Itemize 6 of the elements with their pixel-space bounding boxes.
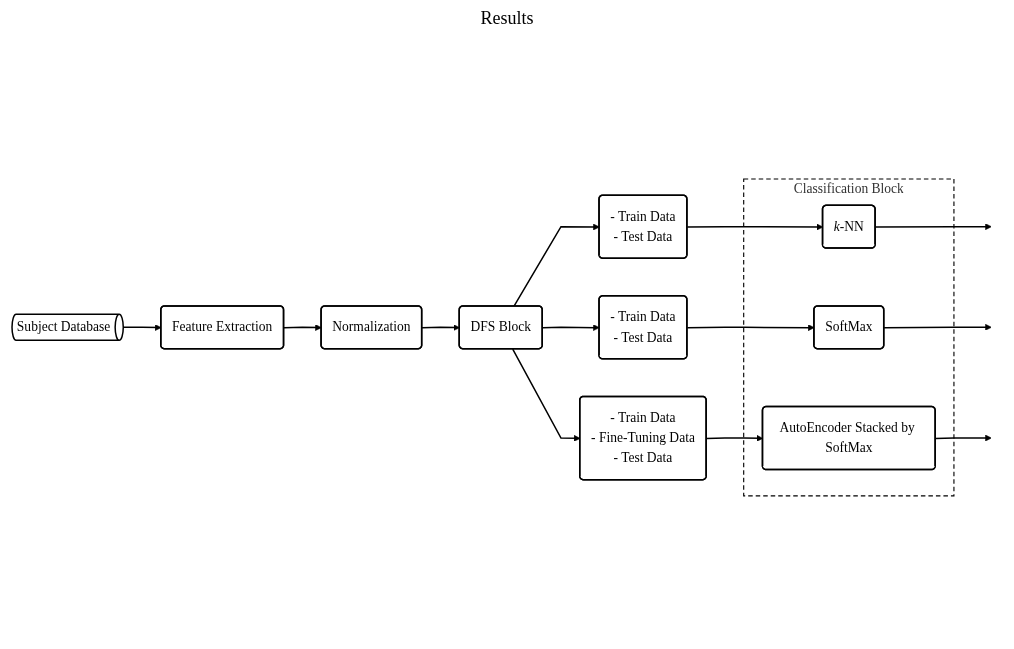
node-text: Subject Database — [16, 318, 111, 334]
arrow — [883, 323, 992, 331]
arrow — [421, 323, 460, 331]
arrow — [283, 323, 322, 331]
note-text: Results — [480, 8, 534, 28]
arrow — [513, 223, 600, 307]
